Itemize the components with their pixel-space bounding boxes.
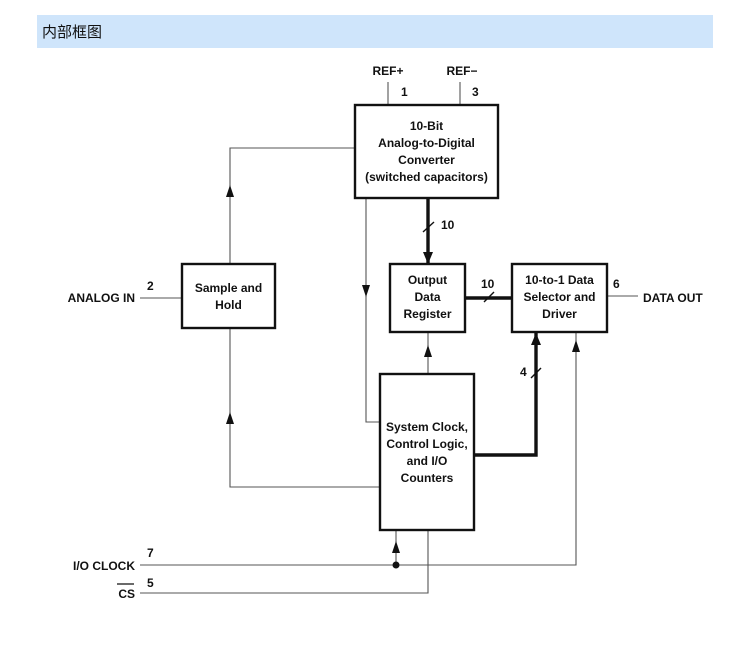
arrow-up-icon <box>424 345 432 357</box>
block-selector: 10-to-1 Data Selector and Driver <box>510 262 609 334</box>
bus-control-to-selector <box>474 332 538 457</box>
control-line-2: Control Logic, <box>386 437 467 451</box>
control-box <box>378 372 476 532</box>
arrow-up-icon <box>572 340 580 352</box>
block-sample-hold: Sample and Hold <box>180 262 277 330</box>
selector-line-3: Driver <box>542 307 577 321</box>
junction-dot-icon <box>392 561 400 569</box>
arrow-up-icon <box>226 412 234 424</box>
bus-slash <box>530 367 542 379</box>
data-out-pin: 6 <box>613 277 620 291</box>
sample-hold-line-2: Hold <box>215 298 242 312</box>
arrow-up-icon <box>392 541 400 553</box>
bus-labels: 10 10 4 <box>441 218 527 379</box>
io-clock-wire <box>140 332 577 566</box>
cs-pin: 5 <box>147 576 154 590</box>
io-clock-label: I/O CLOCK <box>73 559 135 573</box>
arrow-up-icon <box>531 333 541 345</box>
output-register-line-2: Data <box>414 290 440 304</box>
control-line-4: Counters <box>401 471 454 485</box>
analog-in-pin: 2 <box>147 279 154 293</box>
control-line-3: and I/O <box>407 454 448 468</box>
control-to-sample-wire <box>229 328 380 488</box>
bus-slash <box>422 221 435 233</box>
ref-minus-pin: 3 <box>472 85 479 99</box>
adc-line-1: 10-Bit <box>410 119 443 133</box>
adc-to-control-wire <box>365 198 380 423</box>
adc-box <box>353 103 500 200</box>
block-output-register: Output Data Register <box>388 262 467 334</box>
cs-label: CS <box>118 587 135 601</box>
analog-in-label: ANALOG IN <box>68 291 135 305</box>
adc-line-3: Converter <box>398 153 455 167</box>
control-line-1: System Clock, <box>386 420 468 434</box>
selector-line-1: 10-to-1 Data <box>525 273 594 287</box>
bus-register-selector-width: 10 <box>481 277 495 291</box>
data-out-label: DATA OUT <box>643 291 703 305</box>
bus-control-selector-width: 4 <box>520 365 527 379</box>
arrow-down-icon <box>423 252 433 264</box>
output-register-box <box>388 262 467 334</box>
arrowheads <box>226 185 580 569</box>
selector-box <box>510 262 609 334</box>
bus-adc-register-width: 10 <box>441 218 455 232</box>
ref-plus-label: REF+ <box>372 64 403 78</box>
signal-labels: REF+ 1 REF− 3 ANALOG IN 2 DATA OUT 6 I/O… <box>68 64 704 601</box>
sample-hold-line-1: Sample and <box>195 281 262 295</box>
output-register-line-3: Register <box>403 307 451 321</box>
arrow-up-icon <box>226 185 234 197</box>
selector-line-2: Selector and <box>523 290 595 304</box>
io-clock-pin: 7 <box>147 546 154 560</box>
section-title: 内部框图 <box>42 23 103 41</box>
ref-plus-pin: 1 <box>401 85 408 99</box>
adc-line-4: (switched capacitors) <box>365 170 488 184</box>
adc-to-sample-wire <box>229 147 355 264</box>
section-header: 内部框图 <box>37 15 713 48</box>
ref-minus-label: REF− <box>446 64 477 78</box>
bus-slash <box>483 291 495 303</box>
block-adc: 10-Bit Analog-to-Digital Converter (swit… <box>353 103 500 200</box>
cs-wire <box>140 530 429 594</box>
output-register-line-1: Output <box>408 273 447 287</box>
arrow-down-icon <box>362 285 370 297</box>
block-control: System Clock, Control Logic, and I/O Cou… <box>378 372 476 532</box>
sample-hold-box <box>180 262 277 330</box>
adc-line-2: Analog-to-Digital <box>378 136 475 150</box>
